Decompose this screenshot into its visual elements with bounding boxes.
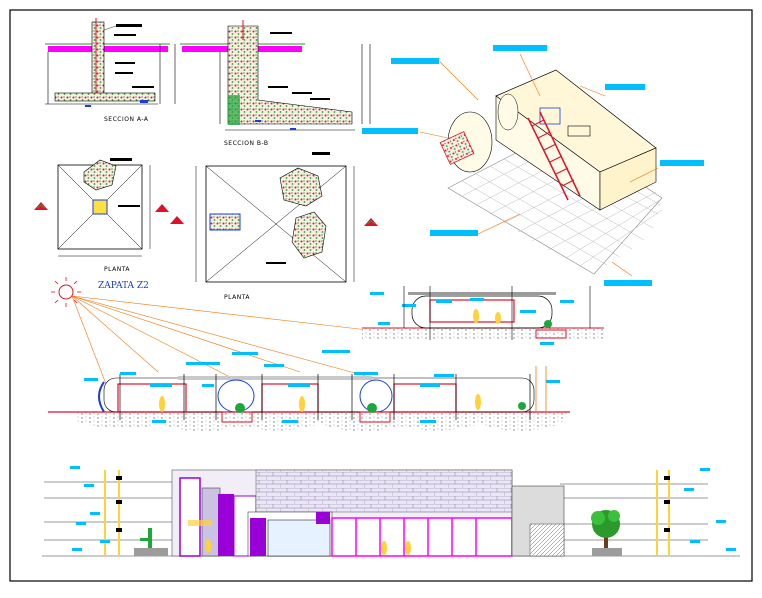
section-a-detail [45,18,176,107]
plan-right-detail [170,152,378,283]
section-small [362,286,604,345]
footing-title: ZAPATA Z2 [98,281,149,291]
plan-right-label: PLANTA [224,294,250,301]
long-section [48,350,570,432]
section-b-detail [180,20,371,131]
section-a-label: SECCION A-A [104,116,149,123]
plan-left-label: PLANTA [104,266,130,273]
sheet-border [9,9,753,582]
elevation [42,466,740,557]
section-b-label: SECCION B-B [224,140,269,147]
isometric-view [362,45,704,286]
plan-left-detail [34,158,169,257]
